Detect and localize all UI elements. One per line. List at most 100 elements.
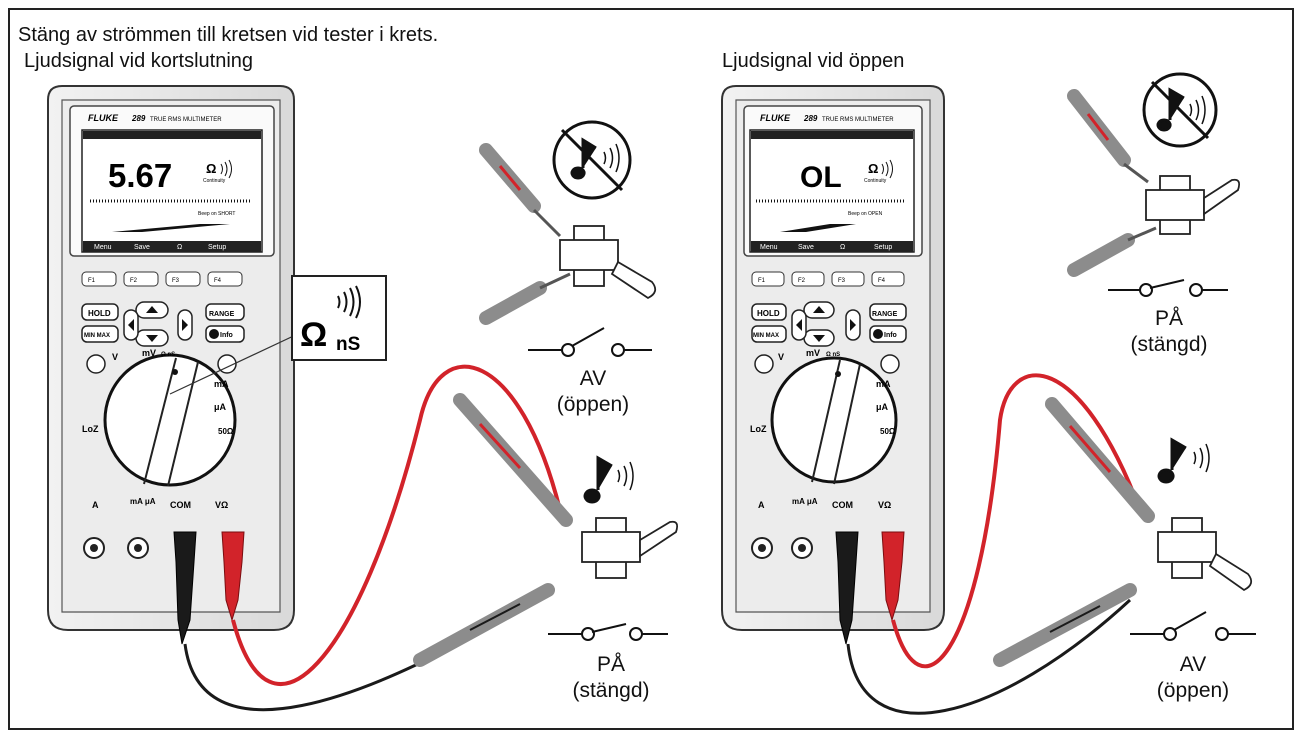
- hold-button[interactable]: HOLD: [88, 309, 111, 318]
- f2-key[interactable]: F2: [798, 278, 806, 284]
- input-jacks: A mA μA COM VΩ: [751, 497, 891, 559]
- switch-left-bottom: [581, 517, 679, 579]
- switch-right-bottom: [1157, 517, 1253, 592]
- right-top-state: PÅ (stängd): [1114, 306, 1224, 358]
- sound-icon: [583, 455, 634, 504]
- brand-label: FLUKE: [760, 113, 791, 123]
- nav-pad[interactable]: [791, 301, 861, 347]
- jack-v-label: VΩ: [215, 500, 228, 510]
- meter-right: FLUKE 289 TRUE RMS MULTIMETER OL Ω Conti…: [721, 85, 945, 645]
- dial-loz: LoZ: [82, 424, 99, 434]
- state-label: AV: [579, 367, 607, 390]
- state-desc: (öppen): [556, 393, 630, 416]
- unit-display: Ω: [206, 161, 216, 176]
- dial-ua: μA: [214, 402, 227, 412]
- brand-label: FLUKE: [88, 113, 119, 123]
- switch-symbol-left-open: [528, 327, 652, 357]
- dial-ohm-ns: Ω nS: [161, 352, 175, 358]
- dial-v: V: [112, 352, 118, 362]
- softkey-4[interactable]: Setup: [874, 244, 892, 251]
- meter-left: FLUKE 289 TRUE RMS MULTIMETER 5.67 Ω Con…: [47, 85, 295, 645]
- jack-ma-label: mA μA: [792, 497, 818, 506]
- state-desc: (stängd): [1130, 333, 1208, 356]
- f2-key[interactable]: F2: [130, 278, 138, 284]
- right-bottom-state: AV (öppen): [1138, 652, 1248, 704]
- rotary-dial[interactable]: V mV LoZ Ω nS mA μA 50Ω: [750, 348, 900, 485]
- f1-key[interactable]: F1: [758, 278, 766, 284]
- state-desc: (öppen): [1156, 679, 1230, 702]
- jack-a-label: A: [758, 500, 765, 510]
- switch-left-top: [479, 143, 657, 325]
- nav-pad[interactable]: [123, 301, 193, 347]
- unit-display: Ω: [868, 161, 878, 176]
- switch-right-top: [1067, 89, 1241, 277]
- softkey-2[interactable]: Save: [134, 244, 150, 251]
- left-caption: Ljudsignal vid kortslutning: [24, 50, 254, 72]
- model-label: 289: [803, 114, 818, 123]
- dial-ma: mA: [876, 379, 891, 389]
- minmax-button[interactable]: MIN MAX: [84, 333, 110, 339]
- range-button[interactable]: RANGE: [872, 311, 898, 318]
- softkey-4[interactable]: Setup: [208, 244, 226, 251]
- mode-display: Continuity: [864, 178, 887, 184]
- no-sound-icon: [552, 120, 632, 200]
- sound-icon: [1157, 437, 1210, 484]
- state-label: PÅ: [596, 653, 625, 676]
- callout-symbol: Ω: [300, 316, 327, 354]
- dial-mv: mV: [142, 348, 156, 358]
- minmax-button[interactable]: MIN MAX: [753, 333, 779, 339]
- softkey-1[interactable]: Menu: [760, 244, 778, 251]
- dial-50ohm: 50Ω: [880, 427, 896, 436]
- range-button[interactable]: RANGE: [209, 311, 235, 318]
- state-label: AV: [1179, 653, 1207, 676]
- callout-box: [291, 275, 387, 361]
- rotary-dial[interactable]: V mV LoZ Ω nS mA μA 50Ω: [82, 348, 237, 487]
- diagram-frame: [8, 8, 1294, 730]
- dial-mv: mV: [806, 348, 820, 358]
- info-button[interactable]: Info: [220, 332, 233, 339]
- info-button[interactable]: Info: [884, 332, 897, 339]
- function-keys: F1 F2 F3 F4: [81, 271, 243, 287]
- softkey-3[interactable]: Ω: [840, 244, 845, 251]
- state-label: PÅ: [1154, 307, 1183, 330]
- jack-com-label: COM: [832, 500, 853, 510]
- dial-loz: LoZ: [750, 424, 767, 434]
- jack-ma-label: mA μA: [130, 497, 156, 506]
- softkey-1[interactable]: Menu: [94, 244, 112, 251]
- f3-key[interactable]: F3: [172, 278, 180, 284]
- dial-ma: mA: [214, 379, 229, 389]
- f4-key[interactable]: F4: [214, 278, 222, 284]
- jack-a-label: A: [92, 500, 99, 510]
- switch-symbol-right-open: [1130, 611, 1256, 641]
- hold-button[interactable]: HOLD: [757, 309, 780, 318]
- no-sound-icon: [1142, 72, 1218, 148]
- left-bottom-state: PÅ (stängd): [556, 652, 666, 704]
- beep-display: Beep on OPEN: [848, 211, 883, 217]
- mode-display: Continuity: [203, 178, 226, 184]
- input-jacks: A mA μA COM VΩ: [83, 497, 228, 559]
- dial-50ohm: 50Ω: [218, 427, 234, 436]
- dial-ua: μA: [876, 402, 889, 412]
- softkey-3[interactable]: Ω: [177, 244, 182, 251]
- f3-key[interactable]: F3: [838, 278, 846, 284]
- jack-v-label: VΩ: [878, 500, 891, 510]
- function-keys: F1 F2 F3 F4: [751, 271, 905, 287]
- reading-display: 5.67: [108, 157, 172, 194]
- softkey-2[interactable]: Save: [798, 244, 814, 251]
- switch-symbol-left-closed: [548, 623, 668, 641]
- jack-com-label: COM: [170, 500, 191, 510]
- model-label: 289: [131, 114, 146, 123]
- callout-sub: nS: [336, 334, 360, 355]
- left-top-state: AV (öppen): [538, 366, 648, 418]
- right-caption: Ljudsignal vid öppen: [722, 50, 905, 72]
- f1-key[interactable]: F1: [88, 278, 96, 284]
- subtitle-label: TRUE RMS MULTIMETER: [150, 117, 222, 123]
- dial-v: V: [778, 352, 784, 362]
- dial-ohm-ns: Ω nS: [826, 352, 840, 358]
- f4-key[interactable]: F4: [878, 278, 886, 284]
- state-desc: (stängd): [572, 679, 650, 702]
- reading-display: OL: [800, 161, 842, 194]
- subtitle-label: TRUE RMS MULTIMETER: [822, 117, 894, 123]
